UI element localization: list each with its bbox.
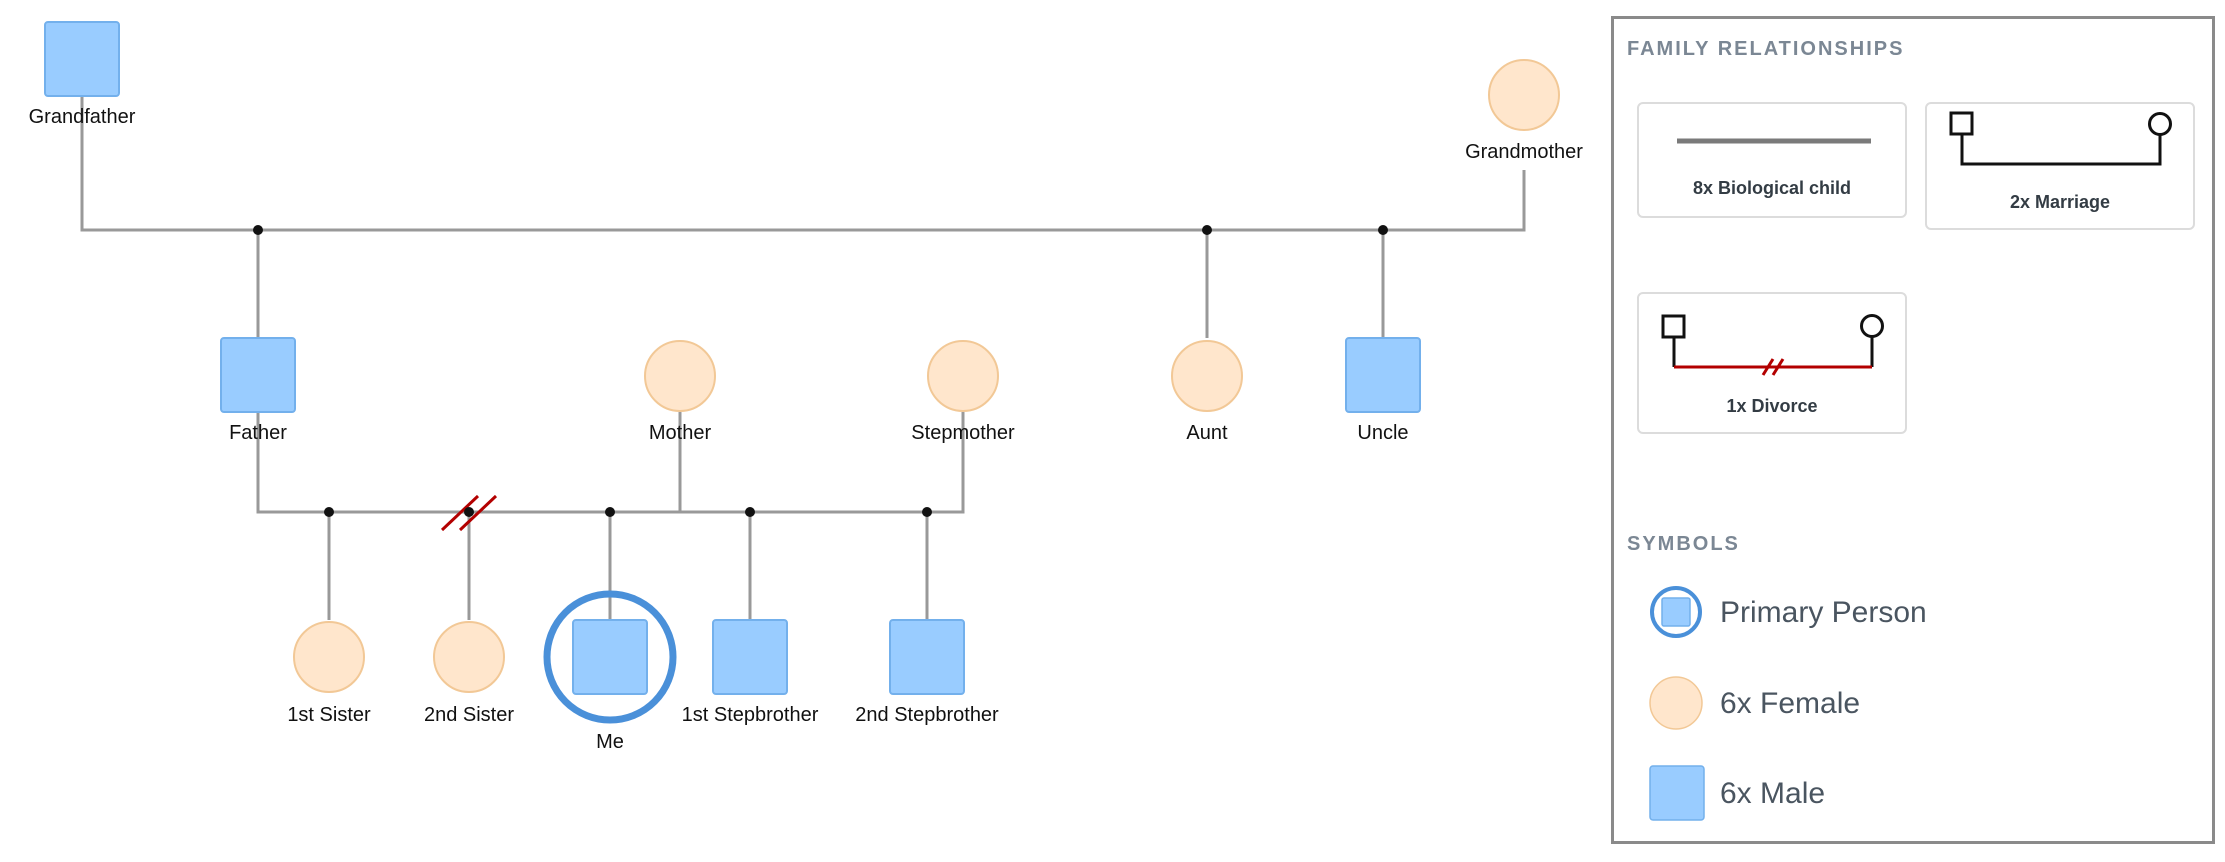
divorce-connector-icon: [1661, 314, 1884, 376]
female-circle-icon: [1488, 59, 1560, 131]
junction-dot: [324, 507, 334, 517]
legend-card-divorce[interactable]: 1x Divorce: [1637, 292, 1907, 434]
person-stepmother[interactable]: Stepmother: [911, 340, 1015, 444]
female-circle-icon: [293, 621, 365, 693]
person-label: Aunt: [1186, 422, 1228, 444]
person-label: 2nd Sister: [424, 704, 514, 726]
junction-dot: [1202, 225, 1212, 235]
person-aunt[interactable]: Aunt: [1171, 340, 1243, 444]
person-sister1[interactable]: 1st Sister: [287, 621, 371, 726]
legend-symbol-label: Primary Person: [1720, 596, 1927, 629]
female-circle-icon: [1649, 676, 1703, 730]
female-circle-icon: [433, 621, 505, 693]
person-label: 1st Sister: [287, 704, 371, 726]
legend-card-label: 2x Marriage: [2009, 192, 2111, 212]
person-label: Me: [596, 731, 624, 753]
symbols-heading: SYMBOLS: [1627, 533, 1740, 555]
male-square-icon: [572, 619, 648, 695]
legend-symbol-label: 6x Female: [1720, 687, 1861, 720]
junction-dots: [253, 225, 1388, 517]
male-square-icon: [220, 337, 296, 413]
female-circle-icon: [1171, 340, 1243, 412]
relationships-heading: FAMILY RELATIONSHIPS: [1627, 38, 1905, 60]
divorce-marker: [440, 494, 498, 532]
junction-dot: [745, 507, 755, 517]
legend-card-marriage[interactable]: 2x Marriage: [1925, 102, 2195, 230]
legend-card-label: 8x Biological child: [1692, 178, 1852, 198]
relationship-lines: [80, 96, 1526, 620]
legend-card-label: 1x Divorce: [1726, 396, 1818, 416]
junction-dot: [1378, 225, 1388, 235]
person-grandmother[interactable]: Grandmother: [1465, 59, 1583, 163]
legend-symbol-primary[interactable]: Primary Person: [1648, 584, 2048, 640]
female-circle-icon: [927, 340, 999, 412]
marriage-connector-icon: [1949, 111, 2172, 166]
male-square-icon: [889, 619, 965, 695]
legend-symbol-female[interactable]: 6x Female: [1648, 675, 2048, 731]
family-tree-diagram: Grandfather Grandmother Father Mother St…: [29, 21, 1583, 753]
grandparents-marriage-line: [80, 96, 1526, 232]
person-label: 2nd Stepbrother: [855, 704, 999, 726]
person-mother[interactable]: Mother: [644, 340, 716, 444]
primary-person-ring-icon: [543, 590, 677, 724]
father-marriage-line: [256, 412, 965, 514]
person-label: Grandfather: [29, 106, 136, 128]
person-sister2[interactable]: 2nd Sister: [424, 621, 514, 726]
person-label: Mother: [649, 422, 712, 444]
legend-symbol-label: 6x Male: [1720, 777, 1826, 810]
junction-dot: [922, 507, 932, 517]
female-circle-icon: [644, 340, 716, 412]
junction-dot: [464, 507, 474, 517]
junction-dot: [253, 225, 263, 235]
person-label: Father: [229, 422, 287, 444]
person-label: 1st Stepbrother: [682, 704, 819, 726]
person-stepbrother1[interactable]: 1st Stepbrother: [682, 619, 819, 726]
person-uncle[interactable]: Uncle: [1345, 337, 1421, 444]
person-me[interactable]: Me: [543, 590, 677, 753]
primary-person-icon: [1650, 586, 1702, 638]
legend-card-biological[interactable]: 8x Biological child: [1637, 102, 1907, 218]
male-square-icon: [44, 21, 120, 97]
legend-symbol-male[interactable]: 6x Male: [1648, 765, 2048, 821]
male-square-icon: [1345, 337, 1421, 413]
person-father[interactable]: Father: [220, 337, 296, 444]
person-label: Grandmother: [1465, 141, 1583, 163]
male-square-icon: [1649, 765, 1705, 821]
person-label: Stepmother: [911, 422, 1015, 444]
person-stepbrother2[interactable]: 2nd Stepbrother: [855, 619, 999, 726]
male-square-icon: [712, 619, 788, 695]
person-grandfather[interactable]: Grandfather: [29, 21, 136, 128]
biological-child-line-icon: [1677, 138, 1871, 144]
person-label: Uncle: [1357, 422, 1408, 444]
junction-dot: [605, 507, 615, 517]
